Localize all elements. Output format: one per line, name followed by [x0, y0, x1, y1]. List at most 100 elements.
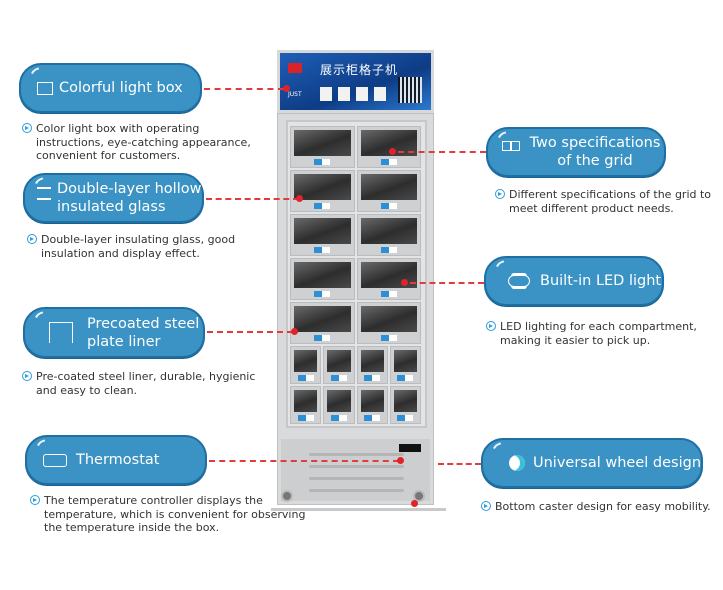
leader-dot [401, 279, 408, 286]
compartment-window [393, 390, 417, 412]
arrow-circle-icon [22, 123, 32, 133]
liner-frame-icon [49, 322, 73, 343]
leader-dot [411, 500, 418, 507]
floor-line [271, 508, 446, 511]
feature-pill-led-light: Built-in LED light [484, 256, 664, 306]
leader-line [398, 151, 486, 153]
feature-pill-colorful-light-box: Colorful light box [19, 63, 202, 113]
feature-description: LED lighting for each compartment, makin… [486, 320, 715, 347]
rectangle-icon [37, 81, 53, 95]
compartment-window [360, 350, 384, 372]
feature-title: Precoated steel plate liner [87, 315, 200, 350]
feature-title: Double-layer hollow insulated glass [57, 181, 202, 215]
light-box-panel: 展示柜格子机 JUST [277, 50, 434, 113]
compartment-window [360, 262, 417, 288]
locker-compartment [389, 346, 421, 384]
shine-icon [33, 439, 49, 455]
arrow-circle-icon [27, 234, 37, 244]
compartment-window [327, 350, 351, 372]
feature-title: Thermostat [76, 452, 160, 468]
arrow-circle-icon [486, 321, 496, 331]
compartment-label [380, 335, 397, 341]
leader-line [209, 460, 399, 462]
qr-code-icon [398, 77, 422, 103]
feature-pill-two-specifications: Two specifications of the grid [486, 127, 666, 177]
feature-description: The temperature controller displays the … [30, 494, 314, 535]
leader-line [207, 331, 293, 333]
compartment-window [294, 174, 351, 200]
locker-compartment [389, 386, 421, 424]
thermostat-display-icon [43, 453, 67, 467]
feature-pill-universal-wheel: Universal wheel design [481, 438, 703, 488]
brand-logo [288, 63, 302, 73]
feature-description: Pre-coated steel liner, durable, hygieni… [22, 370, 276, 397]
display-cabinet-image: 展示柜格子机 JUST [277, 50, 434, 505]
leader-line [438, 463, 481, 465]
leader-dot [291, 328, 298, 335]
arrow-circle-icon [481, 501, 491, 511]
glass-door [286, 120, 427, 428]
compartment-window [294, 130, 351, 156]
feature-title: Built-in LED light [540, 273, 662, 289]
compartment-label [364, 415, 381, 421]
caster-wheel-left [281, 490, 293, 502]
compartment-label [397, 415, 414, 421]
compartment-window [360, 174, 417, 200]
compartment-label [380, 247, 397, 253]
compartment-window [360, 218, 417, 244]
locker-compartment [356, 126, 421, 168]
shine-icon [27, 67, 43, 83]
feature-pill-double-layer-glass: Double-layer hollow insulated glass [23, 173, 204, 223]
locker-compartment [290, 126, 355, 168]
compartment-window [294, 390, 318, 412]
leader-line [410, 282, 484, 284]
locker-compartment [323, 346, 355, 384]
compartment-window [294, 306, 351, 332]
compartment-label [380, 159, 397, 165]
locker-compartment [290, 386, 322, 424]
compartment-label [397, 375, 414, 381]
double-line-icon [37, 187, 51, 200]
locker-compartment [290, 258, 355, 300]
feature-description: Double-layer insulating glass, good insu… [27, 233, 271, 260]
compartment-label [330, 415, 347, 421]
leader-dot [296, 195, 303, 202]
compartment-window [327, 390, 351, 412]
feature-pill-precoated-steel: Precoated steel plate liner [23, 307, 205, 358]
locker-compartment [356, 258, 421, 300]
locker-compartment [356, 302, 421, 344]
thermostat-display [399, 444, 421, 452]
feature-title: Two specifications of the grid [529, 135, 661, 169]
locker-compartment [290, 214, 355, 256]
locker-compartment [356, 170, 421, 212]
feature-pill-thermostat: Thermostat [25, 435, 207, 485]
caster-wheel-right [413, 490, 425, 502]
compartment-label [314, 291, 331, 297]
leader-line [206, 198, 299, 200]
feature-description: Different specifications of the grid to … [495, 188, 719, 215]
locker-compartment [290, 302, 355, 344]
compartment-label [314, 247, 331, 253]
compartment-label [297, 375, 314, 381]
cabinet-body [277, 113, 434, 505]
compartment-window [360, 390, 384, 412]
compartment-label [330, 375, 347, 381]
instruction-steps [320, 87, 386, 101]
locker-compartment [290, 346, 322, 384]
arrow-circle-icon [22, 371, 32, 381]
compartment-label [314, 203, 331, 209]
shine-icon [492, 260, 508, 276]
compartment-window [294, 218, 351, 244]
shine-icon [489, 442, 505, 458]
led-light-icon [508, 275, 530, 287]
compartment-label [314, 335, 331, 341]
feature-description: Color light box with operating instructi… [22, 122, 266, 163]
light-box-title: 展示柜格子机 [320, 63, 399, 77]
arrow-circle-icon [495, 189, 505, 199]
compartment-label [297, 415, 314, 421]
arrow-circle-icon [30, 495, 40, 505]
compartment-window [393, 350, 417, 372]
shine-icon [31, 311, 47, 327]
leader-dot [283, 85, 290, 92]
feature-title: Universal wheel design [533, 455, 702, 471]
